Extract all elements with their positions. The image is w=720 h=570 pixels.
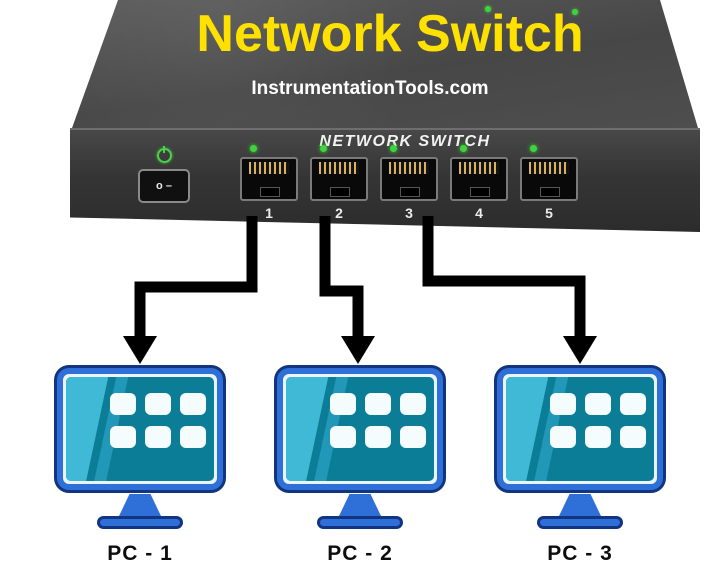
app-icon [330,393,356,415]
port-pins [529,162,569,174]
app-icon [620,393,646,415]
power-button: o – [138,169,190,203]
monitor-stand-base [97,516,183,529]
port-5: 5 [520,145,578,221]
app-icon [365,426,391,448]
port-notch [540,187,560,197]
port-pins [459,162,499,174]
power-group: o – [138,146,190,203]
screen-icon-grid [550,393,646,448]
pc-label: PC - 1 [107,542,173,565]
screen-icon-grid [110,393,206,448]
port-pins [389,162,429,174]
rj45-port-icon [380,157,438,201]
rj45-port-icon [240,157,298,201]
app-icon [400,426,426,448]
app-icon [550,426,576,448]
pc-label: PC - 2 [327,542,393,565]
port-notch [330,187,350,197]
switch-faceplate-label: NETWORK SWITCH [319,133,491,150]
pc-2: PC - 2 [276,368,444,566]
arrow-port1-to-pc1 [134,216,258,338]
rj45-port-icon [310,157,368,201]
app-icon [110,426,136,448]
watermark-text: InstrumentationTools.com [251,78,489,99]
app-icon [330,426,356,448]
port-number: 1 [265,205,273,221]
pc-1: PC - 1 [56,368,224,566]
app-icon [365,393,391,415]
diagram-title: Network Switch [196,5,584,63]
port-4: 4 [450,145,508,221]
app-icon [110,393,136,415]
monitor-stand-neck [559,494,601,516]
monitor-icon [497,368,663,490]
app-icon [550,393,576,415]
monitor-icon [277,368,443,490]
arrowhead-pc1-icon [123,336,157,364]
arrow-port3-to-pc3 [422,216,586,338]
app-icon [400,393,426,415]
monitor-screen [286,377,434,481]
power-icon [156,146,172,163]
monitor-stand-base [537,516,623,529]
app-icon [180,393,206,415]
port-notch [400,187,420,197]
switch-top-face [72,0,698,128]
rear-led-icon [485,6,491,12]
app-icon [620,426,646,448]
app-icon [585,393,611,415]
port-3: 3 [380,145,438,221]
port-number: 4 [475,205,483,221]
monitor-icon [57,368,223,490]
arrow-port2-to-pc2 [319,216,364,338]
rj45-port-icon [450,157,508,201]
port-2: 2 [310,145,368,221]
port-notch [260,187,280,197]
port-pins [249,162,289,174]
arrowhead-pc3-icon [563,336,597,364]
app-icon [180,426,206,448]
app-icon [145,393,171,415]
monitor-screen [66,377,214,481]
pc-label: PC - 3 [547,542,613,565]
monitor-screen [506,377,654,481]
port-led-icon [460,145,467,152]
port-number: 3 [405,205,413,221]
port-led-icon [250,145,257,152]
port-led-icon [530,145,537,152]
port-pins [319,162,359,174]
screen-icon-grid [330,393,426,448]
monitor-stand-neck [119,494,161,516]
port-led-icon [320,145,327,152]
monitor-stand-neck [339,494,381,516]
port-led-icon [390,145,397,152]
rj45-port-icon [520,157,578,201]
app-icon [145,426,171,448]
pc-3: PC - 3 [496,368,664,566]
app-icon [585,426,611,448]
monitor-stand-base [317,516,403,529]
port-notch [470,187,490,197]
port-row: 1 2 3 4 [240,145,578,221]
rear-led-icon [572,9,578,15]
port-1: 1 [240,145,298,221]
port-number: 2 [335,205,343,221]
port-number: 5 [545,205,553,221]
arrowhead-pc2-icon [341,336,375,364]
